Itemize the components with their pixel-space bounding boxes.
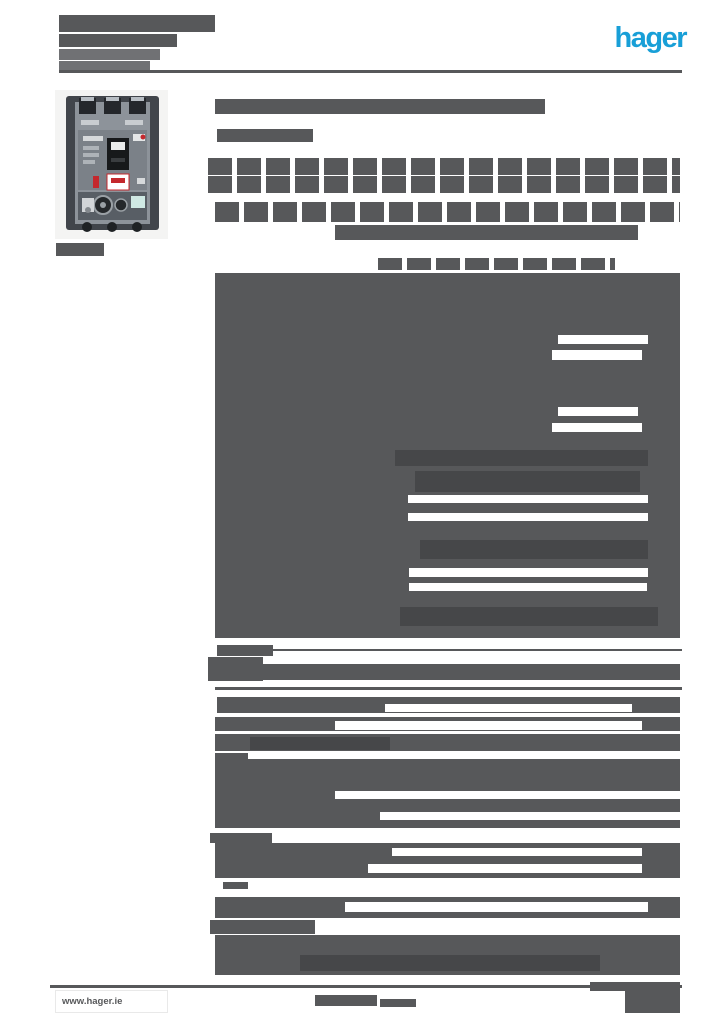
header-title-line-2 [59, 34, 177, 47]
description-bar [378, 258, 615, 270]
header-title-line-4 [59, 61, 150, 71]
spec-label-bar [210, 920, 315, 934]
header-title-line-1 [59, 15, 215, 32]
table-white-gap [335, 791, 680, 799]
table-white-gap [552, 350, 642, 360]
table-white-gap [558, 407, 638, 416]
table-white-gap [248, 753, 680, 759]
footer-center-text-bar [380, 999, 416, 1007]
redacted-dense-text-patch [415, 471, 640, 492]
redacted-dense-text-patch [395, 450, 648, 466]
product-photo [55, 90, 168, 239]
footer-url-link[interactable]: www.hager.ie [62, 996, 123, 1007]
table-white-gap [385, 704, 632, 712]
spec-rule [215, 687, 682, 690]
table-white-gap [408, 513, 648, 521]
circuit-breaker-illustration [55, 90, 168, 239]
footer-rule [50, 985, 682, 988]
spec-value-bar [263, 664, 680, 680]
table-white-gap [409, 568, 648, 577]
footer-center-text-bar [315, 995, 377, 1006]
hager-logo: hager [614, 22, 688, 54]
table-white-gap [392, 848, 642, 856]
header-rule [59, 70, 682, 73]
footer-url-box: www.hager.ie [55, 990, 168, 1013]
table-white-gap [345, 902, 648, 912]
footer-right-mark-bar [625, 991, 680, 1013]
product-ref-bar [56, 243, 104, 256]
redacted-dense-text-patch [420, 540, 648, 559]
redacted-dense-text-patch [250, 737, 390, 750]
table-white-gap [409, 583, 647, 591]
table-white-gap [368, 864, 642, 873]
table-white-gap [558, 335, 648, 344]
table-white-gap [408, 495, 648, 503]
section-heading-bar [217, 645, 273, 656]
description-bar [208, 158, 680, 175]
header-title-line-3 [59, 49, 160, 60]
description-bar [215, 202, 680, 222]
description-bar [208, 176, 680, 193]
description-bar [335, 225, 638, 240]
spec-label-bar [223, 882, 248, 889]
table-white-gap [335, 721, 642, 730]
table-white-gap [552, 423, 642, 432]
redacted-dense-text-patch [400, 607, 658, 626]
section-heading-bar [210, 833, 272, 843]
footer-right-mark-bar [590, 982, 680, 991]
redacted-dense-text-patch [300, 955, 600, 971]
table-white-gap [380, 812, 680, 820]
product-subtitle-bar [217, 129, 313, 142]
section-rule [273, 649, 682, 651]
product-title-bar [215, 99, 545, 114]
spec-label-bar [208, 657, 263, 681]
